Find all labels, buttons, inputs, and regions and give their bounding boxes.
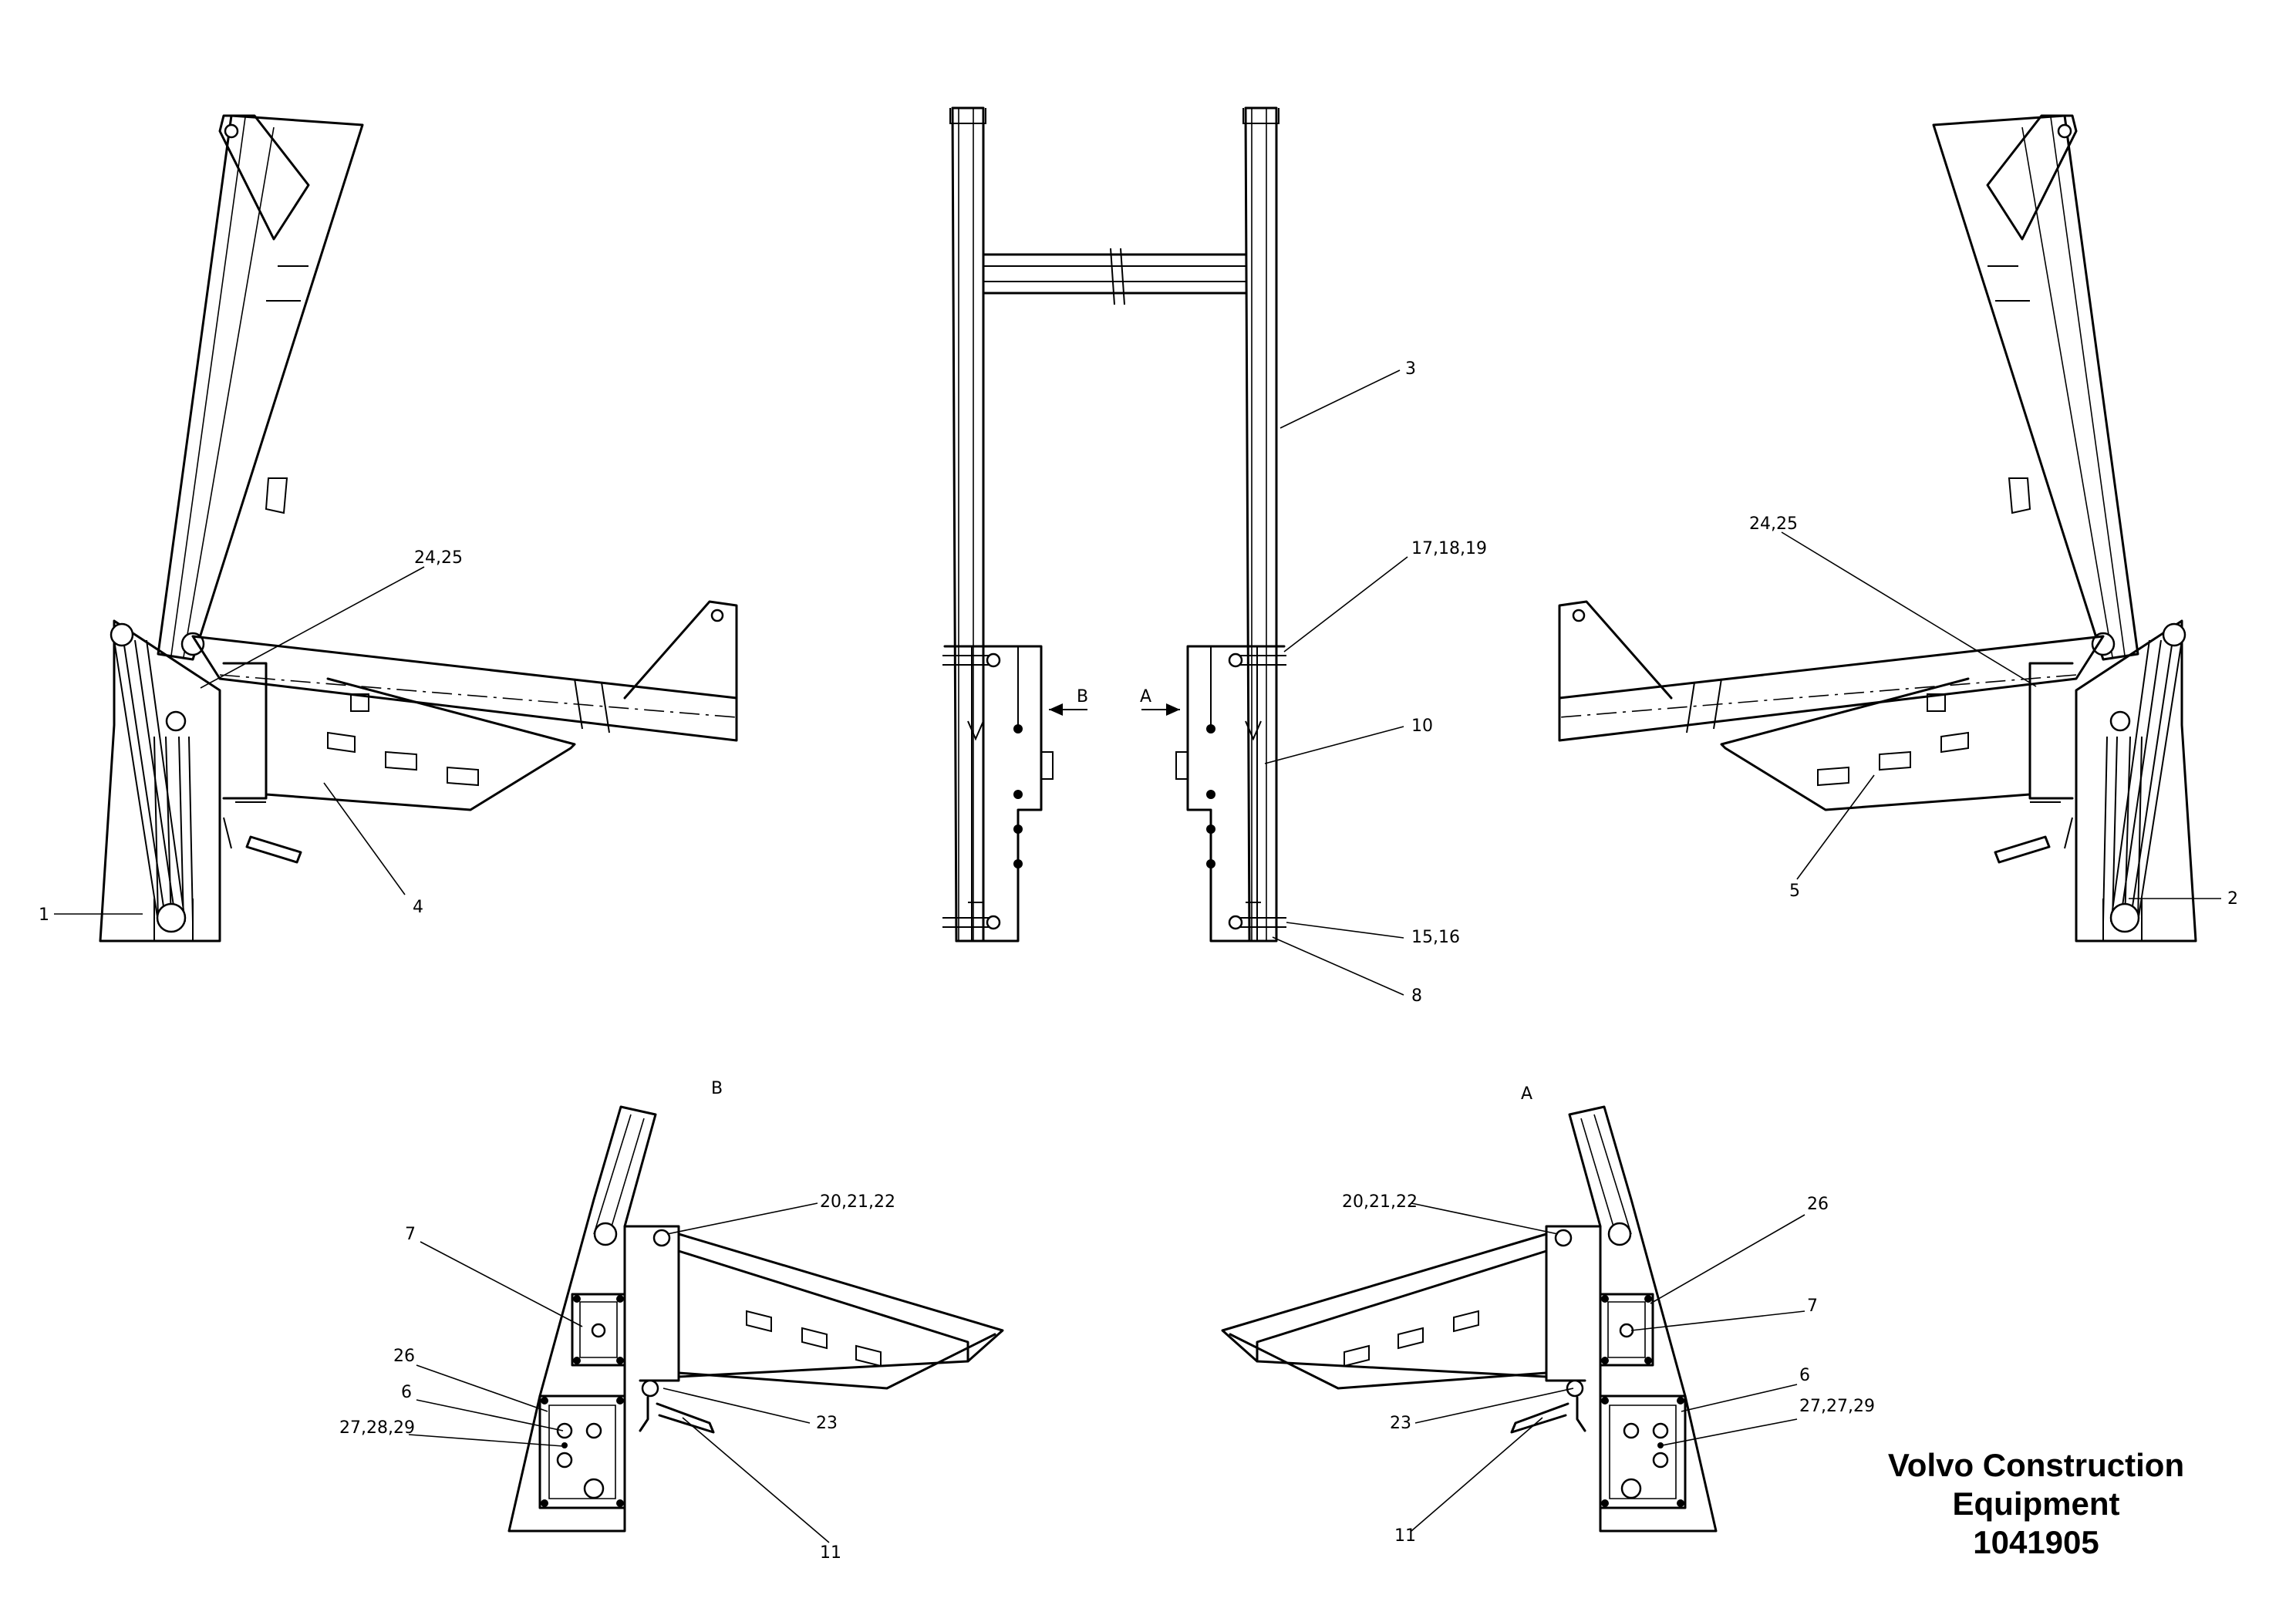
left-side-view: [99, 114, 738, 943]
callout-a-23: 23: [1390, 1414, 1411, 1433]
callout-b-20-21-22: 20,21,22: [820, 1192, 895, 1212]
callout-8: 8: [1411, 986, 1422, 1006]
view-arrow-b-label: B: [1077, 687, 1088, 706]
callout-b-23: 23: [816, 1414, 838, 1433]
center-front-view: [942, 106, 1286, 943]
callout-10: 10: [1411, 717, 1433, 736]
callout-2: 2: [2227, 889, 2238, 909]
callout-1: 1: [39, 905, 49, 925]
company-name-line2: Equipment: [1952, 1485, 2120, 1522]
callout-a-6: 6: [1799, 1366, 1810, 1385]
callout-a-20-21-22: 20,21,22: [1342, 1192, 1418, 1212]
view-arrow-a-label: A: [1140, 687, 1151, 706]
view-b: [507, 1105, 1004, 1533]
callout-b-26: 26: [393, 1347, 415, 1366]
callout-5: 5: [1789, 882, 1800, 901]
callout-a-11: 11: [1394, 1526, 1416, 1546]
callouts: 1 4 24,25 3 17,18,19 10 15,16 8 24,25 5 …: [39, 359, 2238, 1563]
title-block: Volvo Construction Equipment 1041905: [1836, 1446, 2237, 1562]
callout-17-18-19: 17,18,19: [1411, 539, 1487, 558]
callout-b-6: 6: [401, 1383, 412, 1402]
company-name-line1: Volvo Construction: [1887, 1447, 2185, 1483]
view-a: [1221, 1105, 1718, 1533]
callout-b-27-28-29: 27,28,29: [339, 1418, 415, 1438]
callout-15-16: 15,16: [1411, 928, 1460, 947]
callout-3: 3: [1405, 359, 1416, 379]
callout-24-25-right: 24,25: [1749, 514, 1798, 534]
callout-a-7: 7: [1807, 1297, 1818, 1316]
right-side-view: [1558, 114, 2197, 943]
callout-4: 4: [413, 898, 423, 917]
callout-a-26: 26: [1807, 1195, 1829, 1214]
drawing-number: 1041905: [1973, 1524, 2099, 1560]
callout-b-7: 7: [405, 1225, 416, 1244]
callout-b-11: 11: [820, 1543, 841, 1563]
view-a-title: A: [1521, 1084, 1532, 1104]
callout-24-25-left: 24,25: [414, 548, 463, 568]
leader-lines: [54, 369, 2221, 1543]
callout-a-27-27-29: 27,27,29: [1799, 1397, 1875, 1416]
view-b-title: B: [711, 1079, 723, 1098]
